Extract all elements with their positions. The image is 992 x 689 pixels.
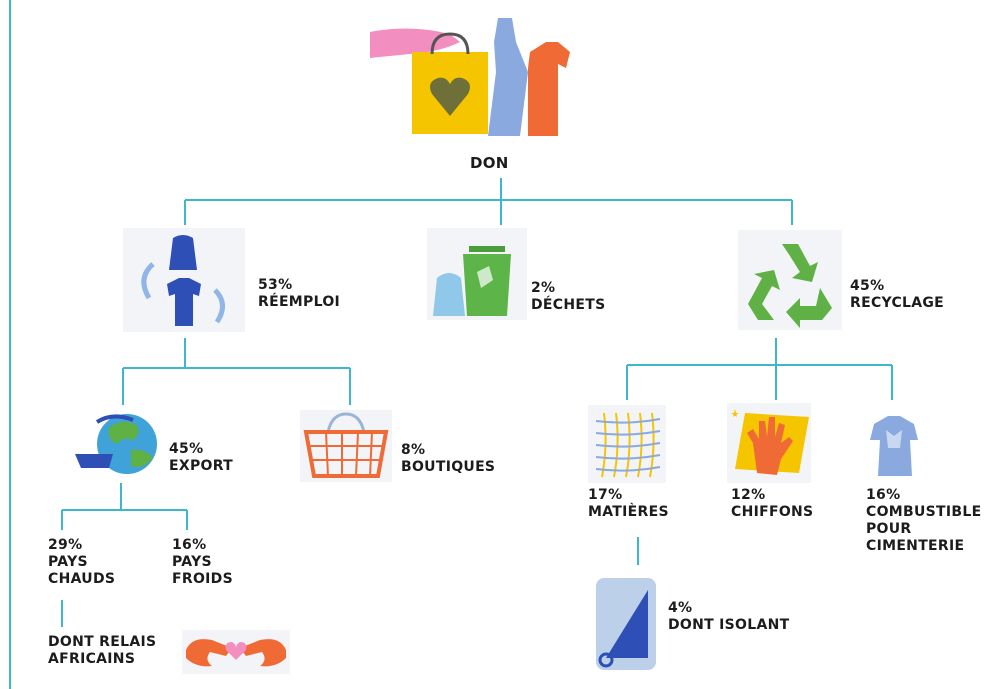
pays-chauds-label: 29% PAYS CHAUDS [48, 537, 116, 587]
export-globe-icon [73, 410, 163, 478]
waste-bin-icon [427, 228, 527, 320]
reemploi-label: 53% RÉEMPLOI [258, 277, 341, 310]
insulation-roll-icon [592, 574, 660, 674]
connector-export-branches [61, 483, 188, 530]
don-label: DON [470, 154, 509, 172]
recycle-icon [738, 230, 842, 330]
pays-froids-label: 16% PAYS FROIDS [172, 537, 233, 587]
shopping-basket-icon [300, 410, 392, 482]
helping-hands-icon [182, 630, 290, 674]
donation-clothes-icon [370, 12, 570, 140]
relais-africains-label: DONT RELAIS AFRICAINS [48, 634, 157, 667]
cleaning-rag-icon [727, 403, 811, 483]
reuse-clothes-icon [123, 228, 245, 332]
chiffons-label: 12% CHIFFONS [731, 487, 814, 520]
isolant-label: 4% DONT ISOLANT [668, 600, 790, 633]
connector-don-branches [184, 178, 793, 225]
export-label: 45% EXPORT [169, 441, 234, 474]
page-border-line [9, 0, 11, 689]
combustible-label: 16% COMBUSTIBLE POUR CIMENTERIE [866, 487, 982, 554]
connector-reemploi-branches [122, 338, 351, 405]
textile-fibers-icon [588, 405, 666, 483]
matieres-label: 17% MATIÈRES [588, 487, 669, 520]
boutiques-label: 8% BOUTIQUES [401, 442, 496, 475]
dechets-label: 2% DÉCHETS [531, 280, 606, 313]
fuel-shirt-icon [866, 410, 922, 480]
recyclage-label: 45% RECYCLAGE [850, 278, 945, 311]
connector-recyclage-branches [626, 338, 893, 400]
